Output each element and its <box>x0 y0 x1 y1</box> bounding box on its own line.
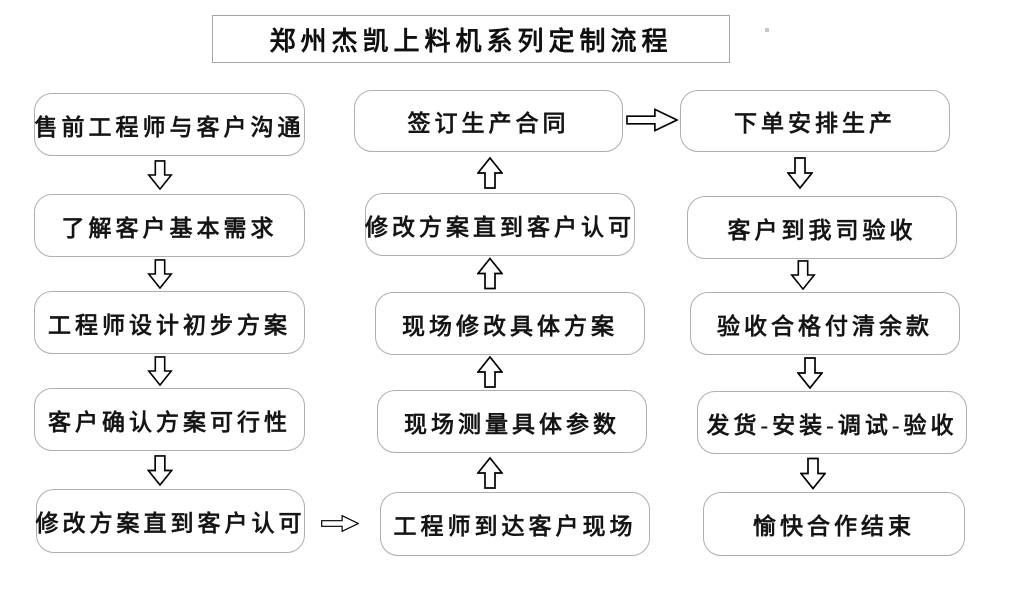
node-label: 签订生产合同 <box>407 111 570 136</box>
node-presale-communication: 售前工程师与客户沟通 <box>34 93 305 156</box>
down-arrow-icon <box>800 457 826 490</box>
node-ship-install-debug-accept: 发货-安装-调试-验收 <box>697 391 967 454</box>
down-arrow-icon <box>147 356 173 386</box>
node-label: 下单安排生产 <box>734 111 896 136</box>
node-label: 现场测量具体参数 <box>404 411 620 437</box>
down-arrow-icon <box>147 160 173 190</box>
down-arrow-icon <box>147 259 173 289</box>
node-revise-until-approved: 修改方案直到客户认可 <box>36 489 305 553</box>
node-place-order-production: 下单安排生产 <box>680 90 950 152</box>
flowchart-title: 郑州杰凯上料机系列定制流程 <box>269 26 673 56</box>
node-label: 工程师设计初步方案 <box>48 312 291 338</box>
down-arrow-icon <box>147 455 173 486</box>
node-label: 售前工程师与客户沟通 <box>34 114 305 140</box>
node-pay-balance: 验收合格付清余款 <box>690 292 960 355</box>
node-confirm-feasibility: 客户确认方案可行性 <box>34 388 305 451</box>
up-arrow-icon <box>477 456 503 489</box>
stray-dot <box>765 28 769 32</box>
right-arrow-icon <box>321 514 359 533</box>
down-arrow-icon <box>797 357 823 389</box>
node-onsite-revise-plan: 现场修改具体方案 <box>375 292 645 355</box>
node-label: 了解客户基本需求 <box>61 215 278 241</box>
node-sign-contract: 签订生产合同 <box>354 90 623 152</box>
node-label: 工程师到达客户现场 <box>393 514 637 539</box>
node-revise-until-approved-2: 修改方案直到客户认可 <box>365 193 635 256</box>
node-label: 客户确认方案可行性 <box>48 409 291 435</box>
down-arrow-icon <box>787 157 813 190</box>
right-arrow-icon <box>626 108 678 132</box>
node-label: 修改方案直到客户认可 <box>365 214 635 240</box>
up-arrow-icon <box>477 257 503 290</box>
node-initial-design: 工程师设计初步方案 <box>34 291 305 354</box>
node-label: 愉快合作结束 <box>753 514 915 539</box>
node-understand-needs: 了解客户基本需求 <box>34 194 305 257</box>
node-label: 验收合格付清余款 <box>717 313 933 339</box>
node-engineer-arrive-site: 工程师到达客户现场 <box>380 492 650 556</box>
up-arrow-icon <box>477 356 503 388</box>
node-label: 修改方案直到客户认可 <box>35 511 306 536</box>
down-arrow-icon <box>790 260 816 290</box>
node-label: 客户到我司验收 <box>727 217 917 243</box>
node-onsite-measure-params: 现场测量具体参数 <box>377 390 647 453</box>
node-customer-acceptance-visit: 客户到我司验收 <box>687 196 957 259</box>
node-label: 发货-安装-调试-验收 <box>706 412 958 438</box>
up-arrow-icon <box>477 156 503 189</box>
node-label: 现场修改具体方案 <box>402 313 618 339</box>
flowchart-title-box: 郑州杰凯上料机系列定制流程 <box>212 15 730 63</box>
node-cooperation-end: 愉快合作结束 <box>703 492 965 556</box>
